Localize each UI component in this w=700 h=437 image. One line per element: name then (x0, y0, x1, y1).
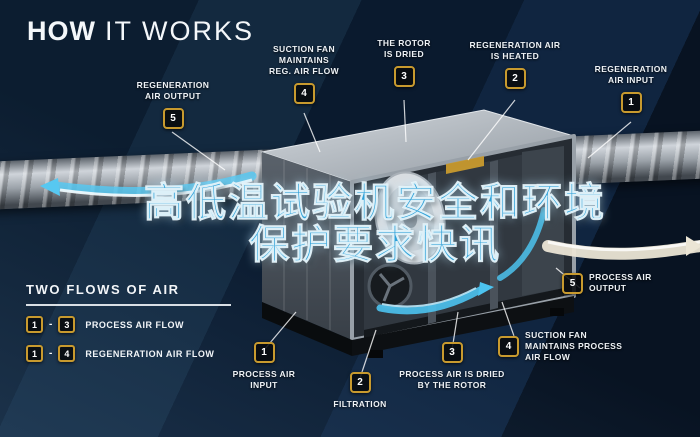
callout-label: REGENERATION AIR IS HEATED (469, 40, 561, 62)
legend-range-dash: - (49, 348, 53, 359)
title-light: IT WORKS (104, 16, 254, 46)
legend-badge-to: 3 (58, 316, 76, 333)
legend-title: TWO FLOWS OF AIR (26, 282, 180, 297)
callout-label: REGENERATION AIR OUTPUT (136, 80, 210, 102)
legend-row-label: PROCESS AIR FLOW (85, 319, 185, 330)
legend-row-regeneration-air: 1 - 4 REGENERATION AIR FLOW (26, 345, 238, 362)
callout-regeneration-air-output: REGENERATION AIR OUTPUT 5 (108, 80, 238, 130)
legend-badge-from: 1 (26, 345, 43, 362)
legend-divider (26, 304, 231, 306)
headline-line-2: 保护要求快讯 (249, 222, 501, 269)
regeneration-heater (446, 156, 484, 174)
callout-label: PROCESS AIR OUTPUT (589, 272, 652, 294)
callout-badge-4: 4 (293, 83, 315, 105)
callout-badge-1: 1 (620, 92, 642, 114)
callout-badge-4: 4 (498, 336, 519, 358)
callout-regeneration-air-heated: REGENERATION AIR IS HEATED 2 (452, 40, 578, 90)
callout-badge-5: 5 (162, 108, 184, 130)
legend-badge-from: 1 (26, 316, 43, 333)
callout-label: SUCTION FAN MAINTAINS PROCESS AIR FLOW (525, 330, 623, 363)
callout-label: PROCESS AIR IS DRIED BY THE ROTOR (399, 369, 505, 391)
suction-fan (367, 263, 413, 309)
machine-left-panel (262, 152, 352, 340)
callout-label: PROCESS AIR INPUT (232, 369, 296, 391)
legend-range-dash: - (49, 319, 53, 330)
title-bold: HOW (27, 16, 96, 46)
legend-row-label: REGENERATION AIR FLOW (85, 348, 215, 359)
callout-badge-3: 3 (441, 342, 463, 363)
callout-process-air-output: 5 PROCESS AIR OUTPUT (562, 272, 682, 294)
legend-badge-to: 4 (58, 345, 76, 362)
legend-two-flows: TWO FLOWS OF AIR 1 - 3 PROCESS AIR FLOW … (26, 282, 238, 374)
callout-badge-2: 2 (504, 68, 526, 90)
page-title: HOW IT WORKS (27, 16, 254, 47)
process-air-arrow (376, 286, 484, 315)
headline-line-1: 高低温试验机安全和环境 (144, 180, 606, 226)
callout-badge-5: 5 (562, 272, 583, 294)
rotor-disc (374, 171, 446, 265)
callout-suction-fan-reg: SUCTION FAN MAINTAINS REG. AIR FLOW 4 (243, 44, 365, 105)
callout-label: THE ROTOR IS DRIED (377, 38, 431, 60)
callout-label: FILTRATION (333, 399, 387, 409)
callout-label: REGENERATION AIR INPUT (594, 64, 668, 86)
callout-badge-2: 2 (349, 372, 371, 393)
machine-cutaway-illustration (260, 109, 576, 358)
regeneration-air-arrow (497, 207, 547, 281)
callout-badge-3: 3 (393, 66, 415, 88)
callout-suction-fan-process: 4 SUCTION FAN MAINTAINS PROCESS AIR FLOW (498, 330, 638, 363)
chinese-headline-overlay: 高低温试验机安全和环境 保护要求快讯 (60, 180, 690, 269)
callout-rotor-dried: THE ROTOR IS DRIED 3 (352, 38, 456, 88)
legend-row-process-air: 1 - 3 PROCESS AIR FLOW (26, 316, 238, 333)
callout-process-air-dried: 3 PROCESS AIR IS DRIED BY THE ROTOR (390, 342, 514, 391)
callout-regeneration-air-input: REGENERATION AIR INPUT 1 (572, 64, 690, 114)
callout-badge-1: 1 (253, 342, 275, 363)
callout-label: SUCTION FAN MAINTAINS REG. AIR FLOW (268, 44, 340, 77)
